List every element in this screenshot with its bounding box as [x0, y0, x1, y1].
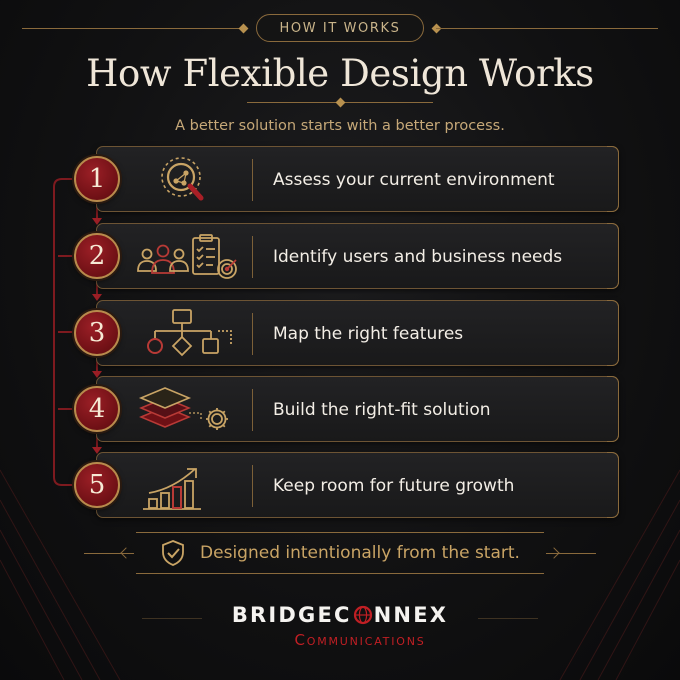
- eyebrow: HOW IT WORKS: [0, 14, 680, 42]
- eyebrow-rule-right: [436, 28, 658, 29]
- step-card-1: Assess your current environment: [96, 146, 619, 212]
- footer-note-text: Designed intentionally from the start.: [200, 543, 520, 563]
- step-label-5: Keep room for future growth: [273, 476, 515, 496]
- footer-note: Designed intentionally from the start.: [0, 532, 680, 574]
- flowchart-icon: [147, 309, 232, 357]
- step-number-4: 4: [74, 386, 120, 432]
- footer-rule-top: [136, 532, 544, 533]
- step-divider: [252, 236, 253, 278]
- page-subtitle: A better solution starts with a better p…: [175, 118, 505, 134]
- page-title: How Flexible Design Works: [86, 52, 594, 95]
- eyebrow-label: HOW IT WORKS: [256, 14, 424, 42]
- growth-chart-icon: [143, 468, 201, 510]
- brand-name-prefix: BRIDGEC: [231, 603, 352, 627]
- brand-name-suffix: NNEX: [373, 603, 449, 627]
- step-card-3: Map the right features: [96, 300, 619, 366]
- brand-rule-left: [142, 618, 202, 619]
- eyebrow-gem-left: [238, 23, 249, 34]
- step-divider: [252, 313, 253, 355]
- step-card-5: Keep room for future growth: [96, 452, 619, 518]
- card-edge: [607, 300, 619, 366]
- step-divider: [252, 159, 253, 201]
- footer-rule-right: [546, 553, 596, 554]
- title-gem: [335, 97, 346, 108]
- step-label-2: Identify users and business needs: [273, 247, 563, 267]
- globe-icon: [353, 605, 372, 625]
- brand-rule-right: [478, 618, 538, 619]
- shield-check-icon: [162, 540, 184, 566]
- magnifier-network-icon: [161, 157, 204, 201]
- step-number-5: 5: [74, 462, 120, 508]
- card-edge: [607, 452, 619, 518]
- card-edge: [607, 146, 619, 212]
- step-card-2: Identify users and business needs: [96, 223, 619, 289]
- footer-rule-left: [84, 553, 134, 554]
- card-edge: [607, 223, 619, 289]
- step-label-4: Build the right-fit solution: [273, 400, 491, 420]
- step-divider: [252, 389, 253, 431]
- step-number-3: 3: [74, 310, 120, 356]
- step-label-3: Map the right features: [273, 324, 464, 344]
- step-number-1: 1: [74, 156, 120, 202]
- eyebrow-rule-left: [22, 28, 244, 29]
- step-label-1: Assess your current environment: [273, 170, 555, 190]
- footer-rule-bottom: [136, 573, 544, 574]
- layers-gear-icon: [138, 387, 228, 430]
- card-edge: [607, 376, 619, 442]
- step-number-2: 2: [74, 233, 120, 279]
- step-divider: [252, 465, 253, 507]
- users-checklist-target-icon: [137, 234, 237, 279]
- brand-tagline: Communications: [294, 631, 426, 649]
- brand-logo: BRIDGEC NNEX: [0, 603, 680, 627]
- step-card-4: Build the right-fit solution: [96, 376, 619, 442]
